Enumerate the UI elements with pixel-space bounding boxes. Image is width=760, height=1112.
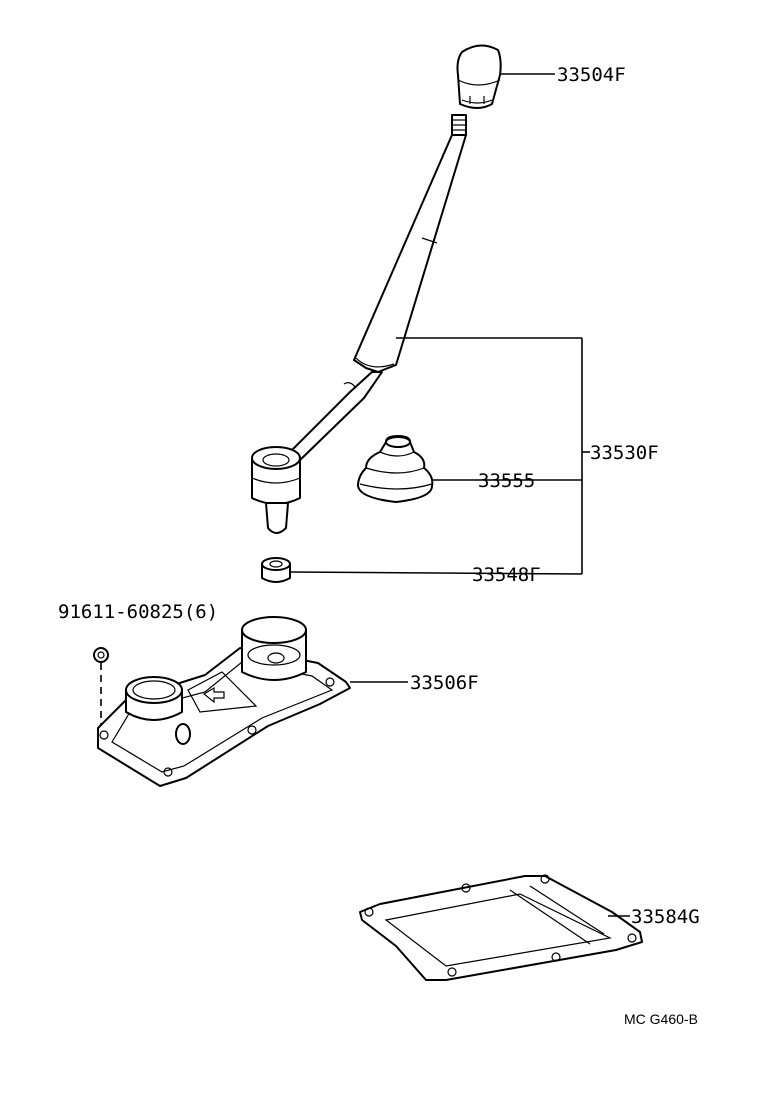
shift-lever (251, 114, 467, 534)
shift-retainer (97, 616, 351, 787)
figure-code: MC G460-B (624, 1011, 698, 1027)
label-gasket: 33584G (631, 906, 700, 928)
label-lever-assembly: 33530F (590, 442, 659, 464)
shift-boot (357, 435, 434, 503)
retainer-gasket (359, 874, 643, 981)
label-knob: 33504F (557, 64, 626, 86)
label-boot: 33555 (478, 470, 535, 492)
label-bushing: 33548F (472, 564, 541, 586)
label-bolt: 91611-60825(6) (58, 601, 218, 623)
shift-knob (456, 44, 502, 109)
retainer-bolt (93, 647, 109, 728)
label-retainer: 33506F (410, 672, 479, 694)
leader-lines (289, 73, 630, 917)
shift-bushing (261, 557, 291, 583)
